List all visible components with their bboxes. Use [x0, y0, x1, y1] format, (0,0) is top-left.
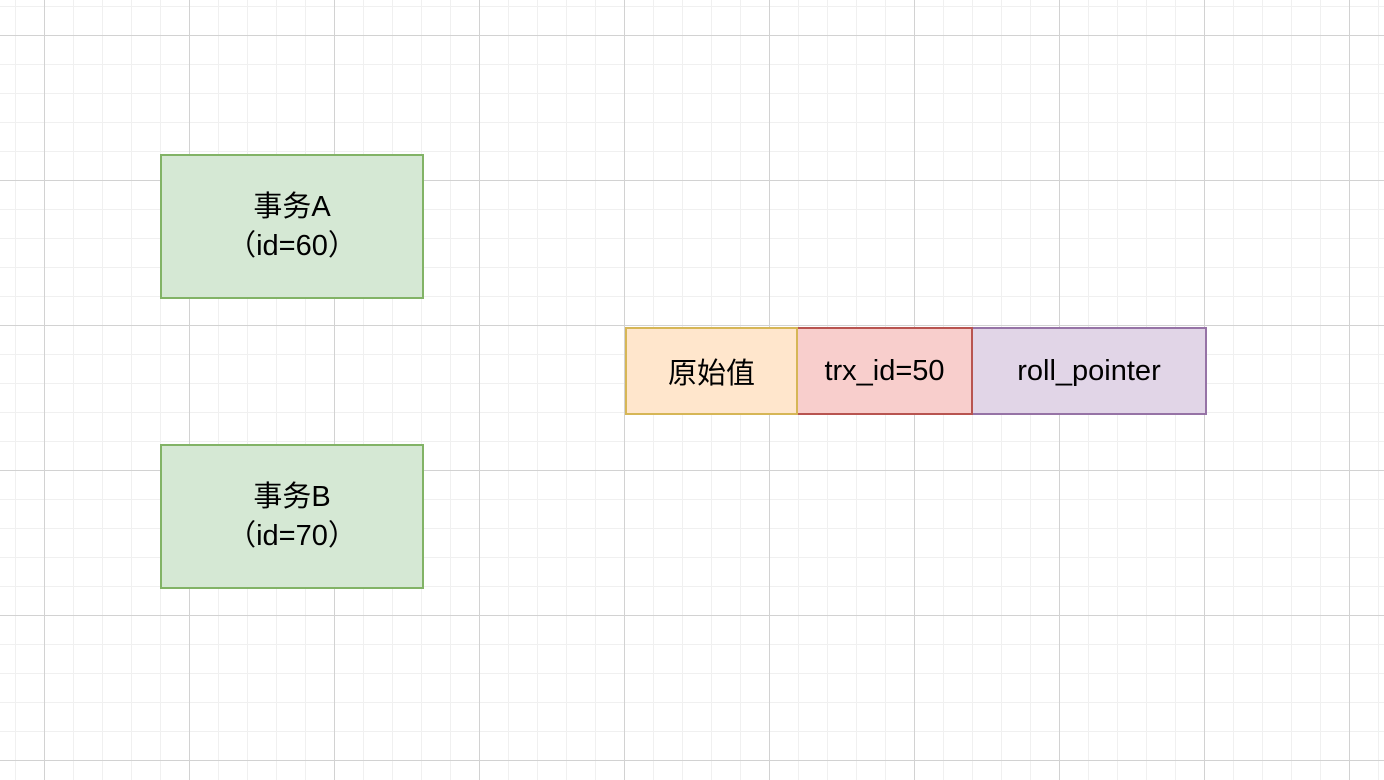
- transaction-a-box[interactable]: 事务A （id=60）: [160, 154, 424, 299]
- record-cell-trx-id[interactable]: trx_id=50: [798, 327, 973, 415]
- record-cell-roll-pointer[interactable]: roll_pointer: [973, 327, 1207, 415]
- transaction-b-box[interactable]: 事务B （id=70）: [160, 444, 424, 589]
- row-record: 原始值 trx_id=50 roll_pointer: [625, 327, 1207, 415]
- record-cell-original-value[interactable]: 原始值: [625, 327, 798, 415]
